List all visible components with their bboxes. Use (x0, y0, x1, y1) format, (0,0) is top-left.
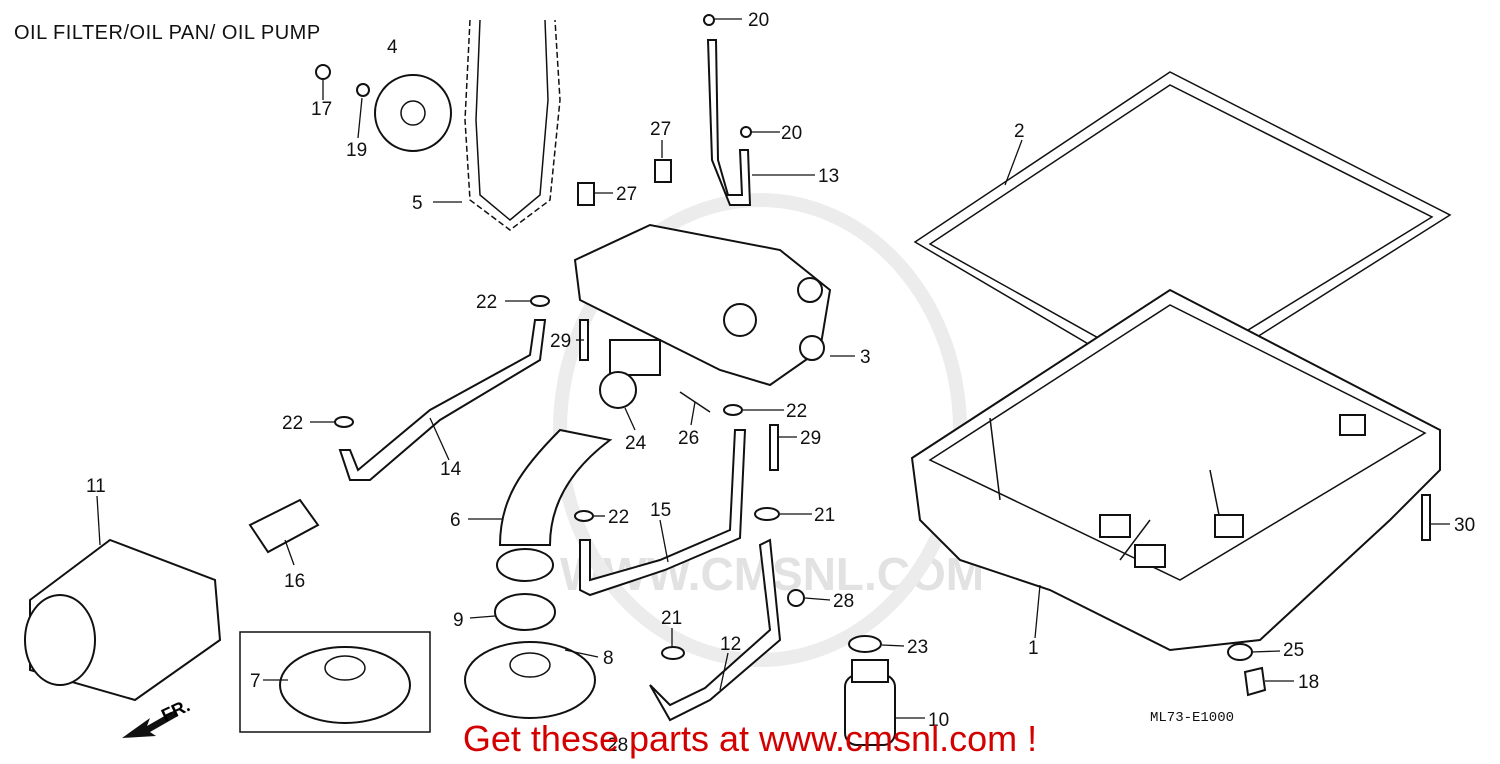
o-ring-20a[interactable] (703, 14, 715, 26)
dowel-pin-27b[interactable] (577, 182, 595, 206)
callout-21a: 21 (814, 505, 835, 526)
oil-pipe-15[interactable] (579, 429, 747, 597)
dowel-pin-27a[interactable] (654, 159, 672, 183)
o-ring-22b[interactable] (334, 416, 354, 428)
callout-20b: 20 (781, 123, 802, 144)
callout-13: 13 (818, 166, 839, 187)
o-ring-21b[interactable] (661, 646, 685, 660)
callout-5: 5 (412, 193, 423, 214)
callout-22b: 22 (282, 413, 303, 434)
footer-link-text[interactable]: Get these parts at www.cmsnl.com ! (462, 718, 1038, 759)
callout-14: 14 (440, 459, 462, 480)
oil-filter[interactable] (24, 538, 222, 702)
callout-16: 16 (284, 571, 305, 592)
callout-23: 23 (907, 637, 928, 658)
o-ring-24[interactable] (599, 371, 637, 409)
leader-lines (96, 18, 1450, 719)
page-title: OIL FILTER/OIL PAN/ OIL PUMP (14, 22, 321, 44)
bolt-30[interactable] (1421, 494, 1431, 541)
callout-19: 19 (346, 140, 367, 161)
callout-17: 17 (311, 99, 332, 120)
strainer-seal[interactable] (494, 593, 556, 631)
drain-bolt-18[interactable] (1243, 666, 1267, 697)
bolt-29b[interactable] (769, 424, 779, 471)
oil-pressure-relief-valve[interactable] (844, 659, 896, 746)
o-ring-22d[interactable] (574, 510, 594, 522)
callout-29a: 29 (550, 331, 571, 352)
o-ring-23[interactable] (848, 635, 882, 653)
o-ring-22c[interactable] (723, 404, 743, 416)
callout-4: 4 (387, 37, 398, 58)
washer-19[interactable] (356, 83, 370, 97)
callout-6: 6 (450, 510, 461, 531)
callout-24: 24 (625, 433, 647, 454)
callout-10: 10 (928, 710, 949, 731)
callout-21b: 21 (661, 608, 682, 629)
oil-strainer-cover[interactable] (464, 641, 596, 719)
bolt-17[interactable] (315, 64, 331, 80)
callout-28b: 28 (607, 735, 628, 756)
callout-27b: 27 (616, 184, 637, 205)
o-ring-20b[interactable] (740, 126, 752, 138)
washer-25[interactable] (1227, 643, 1253, 661)
oil-pump-chain[interactable] (464, 19, 561, 231)
oil-pan[interactable] (910, 288, 1441, 652)
callout-28a: 28 (833, 591, 854, 612)
callout-29b: 29 (800, 428, 821, 449)
callout-22a: 22 (476, 292, 497, 313)
callout-22c: 22 (786, 401, 807, 422)
o-ring-21a[interactable] (754, 507, 780, 521)
callout-20a: 20 (748, 10, 769, 31)
callout-26: 26 (678, 428, 699, 449)
callout-27a: 27 (650, 119, 671, 140)
callout-7: 7 (250, 671, 261, 692)
callout-labels: 1 2 3 4 5 6 7 8 9 10 11 12 13 14 15 16 1… (86, 10, 1475, 756)
oil-pump[interactable] (573, 223, 832, 387)
callout-12: 12 (720, 634, 741, 655)
callout-1: 1 (1028, 638, 1039, 659)
oil-pump-driven-sprocket[interactable] (374, 74, 452, 152)
diagram-code: ML73-E1000 (1150, 710, 1235, 726)
callout-11: 11 (86, 476, 106, 497)
oil-pipe-14[interactable] (338, 319, 547, 481)
oil-pan-gasket[interactable] (913, 71, 1452, 393)
callout-25: 25 (1283, 640, 1304, 661)
oil-pipe-13[interactable] (706, 39, 752, 206)
callout-3: 3 (860, 347, 871, 368)
callout-2: 2 (1014, 121, 1025, 142)
callout-9: 9 (453, 610, 464, 631)
oil-strainer[interactable] (239, 631, 431, 733)
callout-15: 15 (650, 500, 671, 521)
oil-pipe-12[interactable] (649, 538, 782, 722)
callout-22d: 22 (608, 507, 629, 528)
callout-18: 18 (1298, 672, 1319, 693)
callout-30: 30 (1454, 515, 1475, 536)
o-ring-22a[interactable] (530, 295, 550, 307)
oil-strainer-pipe[interactable] (496, 428, 613, 582)
oil-filter-joint[interactable] (248, 498, 320, 554)
callout-8: 8 (603, 648, 614, 669)
bolt-28a[interactable] (787, 589, 805, 607)
